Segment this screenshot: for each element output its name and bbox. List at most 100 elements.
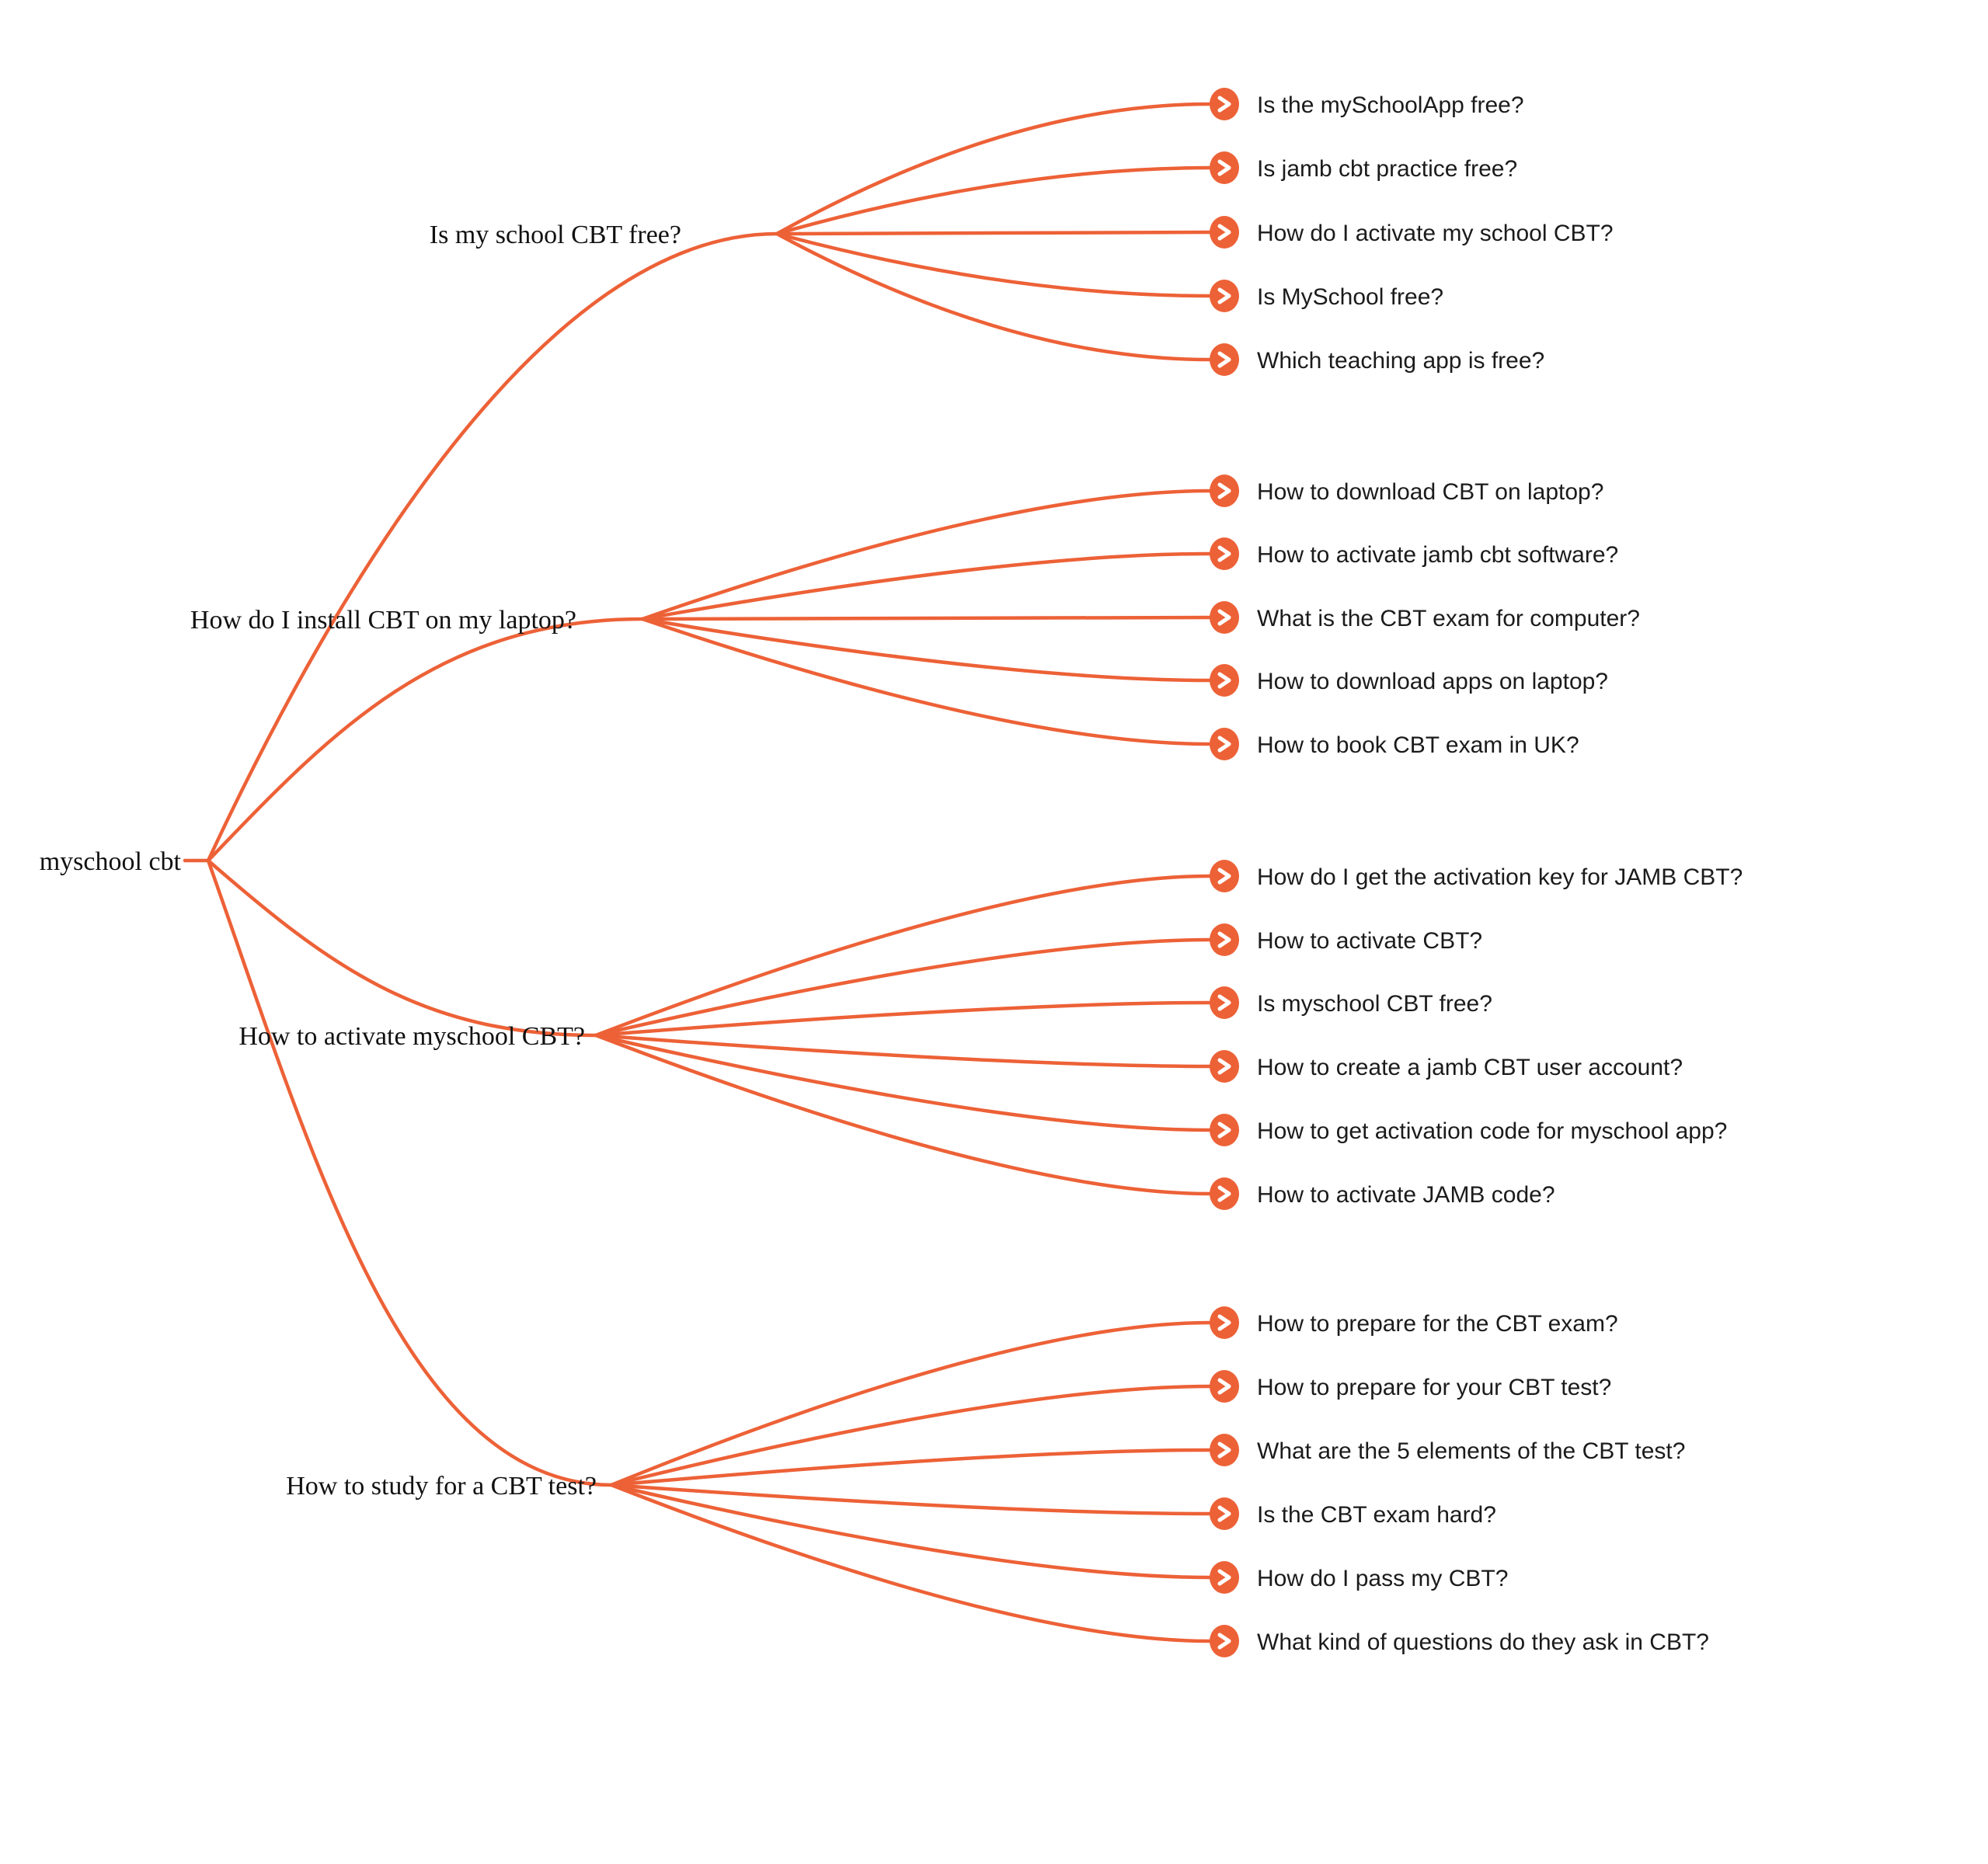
leaf-node: Is MySchool free? xyxy=(1210,280,1443,312)
connector-curve xyxy=(206,858,598,1038)
leaf-node-label[interactable]: Is jamb cbt practice free? xyxy=(1257,156,1517,182)
chevron-right-icon xyxy=(1217,96,1231,113)
leaf-node-label[interactable]: Which teaching app is free? xyxy=(1257,348,1544,374)
leaf-node-label[interactable]: What kind of questions do they ask in CB… xyxy=(1257,1629,1709,1655)
connector-curve xyxy=(594,937,1212,1038)
chevron-button[interactable] xyxy=(1210,1114,1239,1146)
chevron-right-icon xyxy=(1217,351,1231,368)
leaf-node: How to activate JAMB code? xyxy=(1210,1177,1555,1210)
leaf-node: How do I pass my CBT? xyxy=(1210,1561,1508,1594)
leaf-node-label[interactable]: How to book CBT exam in UK? xyxy=(1257,732,1579,758)
chevron-right-icon xyxy=(1217,287,1231,304)
leaf-node-label[interactable]: How to activate jamb cbt software? xyxy=(1257,542,1618,568)
leaf-node: Is the CBT exam hard? xyxy=(1210,1497,1496,1530)
leaf-node: How to get activation code for myschool … xyxy=(1210,1114,1727,1146)
leaf-node: Is the mySchoolApp free? xyxy=(1210,88,1524,120)
root-node-label: myschool cbt xyxy=(40,847,182,876)
connector-curve xyxy=(609,1448,1212,1487)
chevron-right-icon xyxy=(1217,868,1231,885)
leaf-node-label[interactable]: How to get activation code for myschool … xyxy=(1257,1118,1727,1144)
chevron-right-icon xyxy=(1217,224,1231,241)
leaf-node-label[interactable]: Is MySchool free? xyxy=(1257,284,1443,310)
leaf-node: How do I get the activation key for JAMB… xyxy=(1210,860,1743,892)
connector-curve xyxy=(206,858,614,1487)
leaf-node-label[interactable]: How do I pass my CBT? xyxy=(1257,1566,1508,1591)
leaf-node-label[interactable]: How do I get the activation key for JAMB… xyxy=(1257,864,1743,890)
branch-node-label: Is my school CBT free? xyxy=(430,221,681,249)
chevron-right-icon xyxy=(1217,1441,1231,1459)
chevron-button[interactable] xyxy=(1210,537,1239,570)
leaf-node-label[interactable]: Is the CBT exam hard? xyxy=(1257,1502,1496,1528)
leaf-node: How to activate CBT? xyxy=(1210,923,1482,956)
chevron-button[interactable] xyxy=(1210,1370,1239,1403)
chevron-right-icon xyxy=(1217,482,1231,499)
branch-node-label: How do I install CBT on my laptop? xyxy=(190,606,576,635)
chevron-button[interactable] xyxy=(1210,475,1239,507)
chevron-right-icon xyxy=(1217,672,1231,689)
chevron-button[interactable] xyxy=(1210,1306,1239,1339)
chevron-right-icon xyxy=(1217,1505,1231,1522)
leaf-node-label[interactable]: How to download apps on laptop? xyxy=(1257,669,1608,694)
connector-curve xyxy=(640,617,1212,683)
connector-curve xyxy=(594,1033,1212,1132)
leaf-node: Which teaching app is free? xyxy=(1210,343,1544,376)
chevron-button[interactable] xyxy=(1210,88,1239,120)
chevron-button[interactable] xyxy=(1210,1497,1239,1530)
leaf-node: Is jamb cbt practice free? xyxy=(1210,151,1517,184)
leaf-node: What is the CBT exam for computer? xyxy=(1210,601,1640,634)
connector-curve xyxy=(775,231,1212,298)
connector-curve xyxy=(775,230,1212,236)
leaf-node-label[interactable]: How to create a jamb CBT user account? xyxy=(1257,1055,1683,1080)
leaf-node: How to book CBT exam in UK? xyxy=(1210,728,1579,760)
chevron-button[interactable] xyxy=(1210,1050,1239,1083)
connector-curve xyxy=(594,1033,1212,1069)
chevron-button[interactable] xyxy=(1210,664,1239,697)
chevron-button[interactable] xyxy=(1210,986,1239,1019)
chevron-button[interactable] xyxy=(1210,860,1239,892)
chevron-button[interactable] xyxy=(1210,1625,1239,1657)
leaf-node-label[interactable]: Is myschool CBT free? xyxy=(1257,991,1492,1017)
leaf-node-label[interactable]: Is the mySchoolApp free? xyxy=(1257,92,1524,118)
chevron-button[interactable] xyxy=(1210,151,1239,184)
chevron-right-icon xyxy=(1217,1058,1231,1075)
chevron-button[interactable] xyxy=(1210,1177,1239,1210)
connector-curve xyxy=(609,1483,1212,1516)
leaf-node: How to download apps on laptop? xyxy=(1210,664,1608,697)
chevron-button[interactable] xyxy=(1210,280,1239,312)
leaf-node-label[interactable]: How to activate JAMB code? xyxy=(1257,1182,1555,1208)
leaf-node: How to prepare for your CBT test? xyxy=(1210,1370,1611,1403)
leaf-node-label[interactable]: How to prepare for your CBT test? xyxy=(1257,1375,1611,1400)
connector-curve xyxy=(609,1320,1212,1487)
chevron-button[interactable] xyxy=(1210,343,1239,376)
connector-curve xyxy=(594,874,1212,1038)
chevron-button[interactable] xyxy=(1210,728,1239,760)
chevron-button[interactable] xyxy=(1210,216,1239,249)
connector-curve xyxy=(775,231,1212,362)
leaf-node-label[interactable]: How do I activate my school CBT? xyxy=(1257,221,1614,246)
leaf-node: What kind of questions do they ask in CB… xyxy=(1210,1625,1709,1657)
connector-curve xyxy=(640,617,1212,746)
leaf-node-label[interactable]: How to download CBT on laptop? xyxy=(1257,479,1603,505)
chevron-button[interactable] xyxy=(1210,1561,1239,1594)
leaf-node-label[interactable]: How to prepare for the CBT exam? xyxy=(1257,1311,1618,1337)
leaf-node-label[interactable]: What is the CBT exam for computer? xyxy=(1257,606,1640,631)
connector-curve xyxy=(640,551,1212,621)
leaf-node: How do I activate my school CBT? xyxy=(1210,216,1614,249)
chevron-right-icon xyxy=(1217,736,1231,753)
leaf-node: How to create a jamb CBT user account? xyxy=(1210,1050,1683,1083)
chevron-button[interactable] xyxy=(1210,923,1239,956)
chevron-right-icon xyxy=(1217,1569,1231,1586)
connector-curve xyxy=(775,165,1212,236)
leaf-node-label[interactable]: How to activate CBT? xyxy=(1257,928,1482,954)
leaf-node-label[interactable]: What are the 5 elements of the CBT test? xyxy=(1257,1438,1685,1464)
chevron-button[interactable] xyxy=(1210,601,1239,634)
leaf-node: Is myschool CBT free? xyxy=(1210,986,1492,1019)
leaf-node: How to prepare for the CBT exam? xyxy=(1210,1306,1618,1339)
leaf-node: How to download CBT on laptop? xyxy=(1210,475,1603,507)
chevron-right-icon xyxy=(1217,609,1231,626)
chevron-right-icon xyxy=(1217,994,1231,1011)
chevron-button[interactable] xyxy=(1210,1434,1239,1466)
chevron-right-icon xyxy=(1217,1185,1231,1202)
